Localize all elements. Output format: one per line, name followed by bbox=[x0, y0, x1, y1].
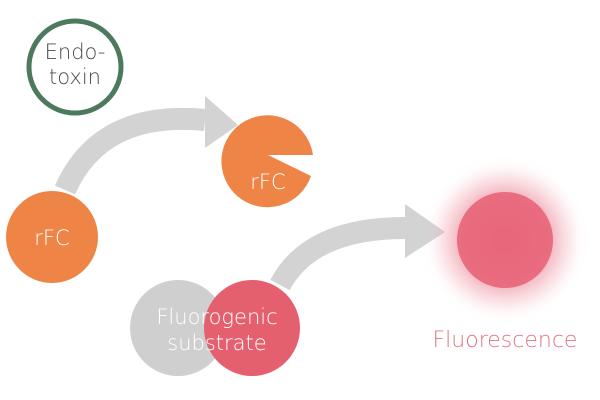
rfc-active-shape bbox=[221, 115, 313, 208]
substrate-label-line1: Fluorogenic bbox=[156, 305, 277, 329]
fluorogenic-substrate-node: Fluorogenic substrate bbox=[130, 280, 300, 376]
curved-arrow-icon bbox=[54, 96, 238, 195]
rfc-label: rFC bbox=[34, 226, 69, 250]
fluorescence-node: Fluorescence bbox=[427, 162, 583, 353]
endotoxin-label-line1: Endo- bbox=[45, 40, 106, 64]
endotoxin-ring bbox=[26, 18, 124, 116]
fluorescence-core bbox=[457, 192, 553, 288]
rfc-active-label: rFC bbox=[250, 170, 285, 194]
rfc-circle bbox=[6, 191, 98, 283]
endotoxin-node: Endo- toxin bbox=[26, 18, 124, 116]
curved-arrow-icon bbox=[270, 204, 445, 291]
substrate-label-line2: substrate bbox=[167, 331, 266, 355]
fluorescence-label: Fluorescence bbox=[433, 328, 578, 353]
rfc-node: rFC bbox=[6, 191, 98, 283]
substrate-gray-circle bbox=[130, 280, 226, 376]
substrate-pink-circle bbox=[204, 280, 300, 376]
rfc-active-node: rFC bbox=[221, 115, 313, 208]
endotoxin-label-line2: toxin bbox=[49, 65, 101, 89]
